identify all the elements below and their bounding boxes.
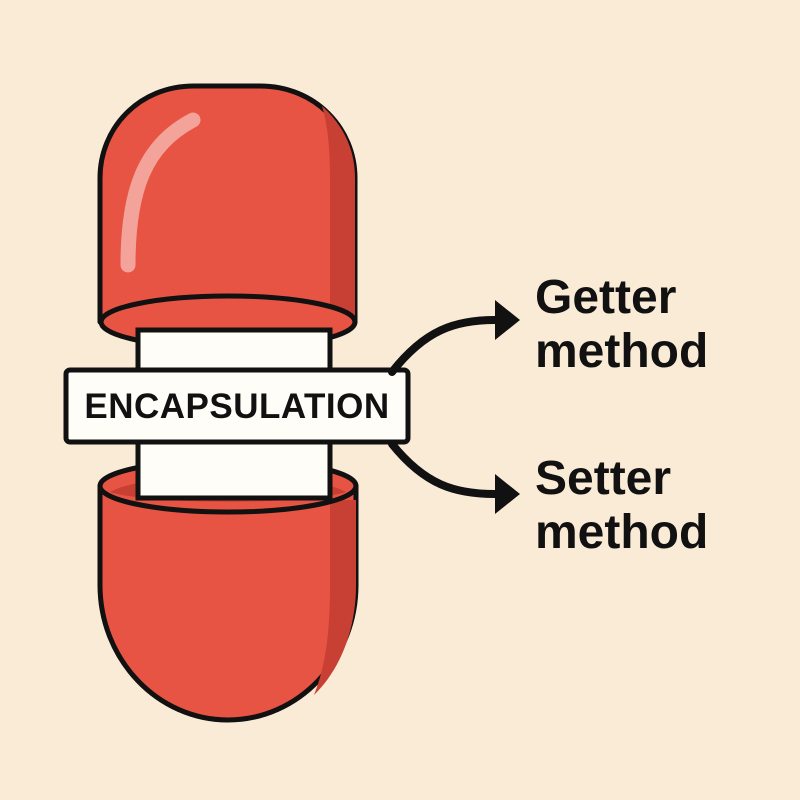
setter-label-line2: method <box>535 506 708 559</box>
setter-label-line1: Setter <box>535 452 671 505</box>
getter-arrow-line <box>388 316 499 376</box>
getter-arrow <box>388 300 520 376</box>
setter-label: Setter method <box>535 452 708 559</box>
setter-arrow-line <box>388 440 499 498</box>
setter-arrow <box>388 440 520 514</box>
encapsulation-label-frame <box>63 367 411 445</box>
getter-label-line2: method <box>535 325 708 378</box>
encapsulation-label: ENCAPSULATION <box>84 387 389 426</box>
capsule-top-half <box>97 83 358 351</box>
capsule-highlight <box>120 112 201 273</box>
getter-label-line1: Getter <box>535 271 676 324</box>
setter-arrow-head <box>495 474 520 514</box>
getter-arrow-head <box>495 300 520 340</box>
capsule-bottom-shadow <box>314 500 356 695</box>
capsule-top-shadow <box>322 106 355 322</box>
encapsulation-label-box: ENCAPSULATION <box>63 367 411 445</box>
getter-label: Getter method <box>535 271 708 378</box>
